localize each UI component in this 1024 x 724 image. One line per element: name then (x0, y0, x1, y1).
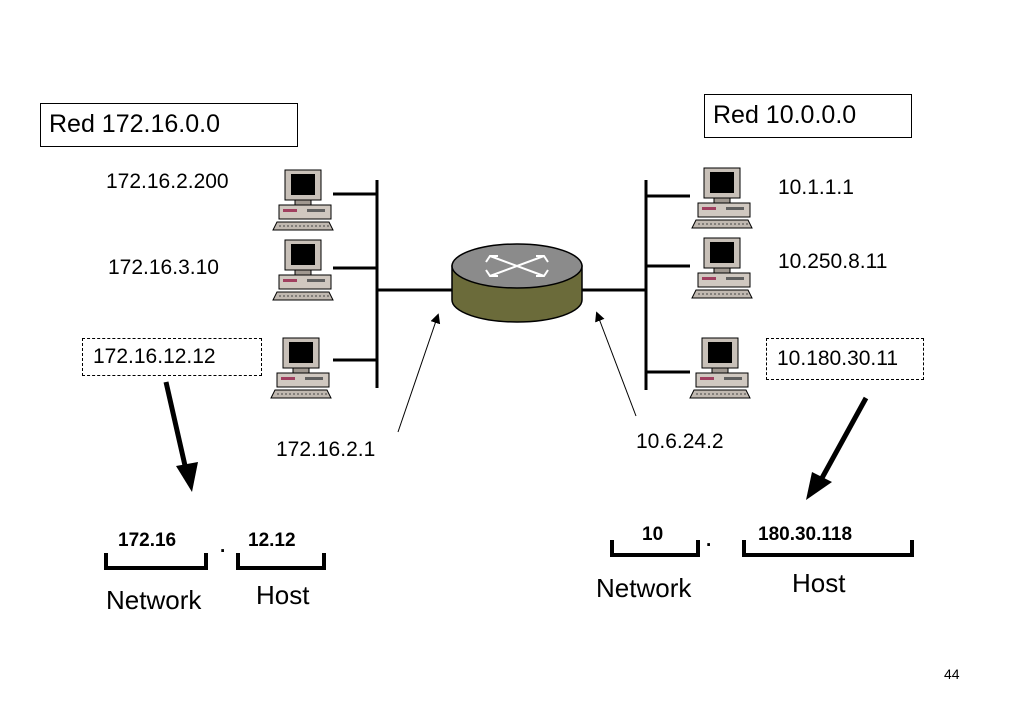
left-network-caption: Network (106, 585, 202, 615)
page-number: 44 (944, 666, 960, 682)
right-host-ip-3: 10.180.30.11 (766, 338, 924, 380)
left-gateway-arrow (397, 313, 441, 433)
computer-icon (691, 237, 753, 299)
right-thick-arrow (806, 396, 869, 500)
left-host-part: 12.12 (248, 530, 296, 551)
left-network-label: Red 172.16.0.0 (40, 103, 298, 147)
right-network-label: Red 10.0.0.0 (704, 94, 912, 138)
left-network-bracket (104, 553, 208, 570)
computer-icon (272, 169, 334, 231)
left-host-ip-1: 172.16.2.200 (106, 170, 229, 193)
computer-icon (691, 167, 753, 229)
right-host-part: 180.30.118 (758, 524, 853, 545)
left-gateway-ip: 172.16.2.1 (276, 438, 376, 461)
left-host-ip-3: 172.16.12.12 (82, 338, 262, 376)
right-network-part: 10 (642, 524, 664, 545)
right-dot: . (706, 530, 712, 551)
left-host-bracket (236, 553, 326, 570)
left-host-ip-2: 172.16.3.10 (108, 256, 219, 279)
left-dot: . (220, 536, 226, 557)
right-host-caption: Host (792, 568, 846, 598)
computer-icon (272, 239, 334, 301)
right-network-caption: Network (596, 573, 692, 603)
router-icon (451, 243, 583, 323)
right-host-ip-2: 10.250.8.11 (778, 250, 888, 273)
computer-icon (270, 337, 332, 399)
left-network-part: 172.16 (118, 530, 177, 551)
right-network-bracket (610, 540, 700, 557)
right-host-bracket (742, 540, 914, 557)
right-gateway-ip: 10.6.24.2 (636, 430, 724, 453)
left-thick-arrow (163, 381, 198, 492)
left-host-caption: Host (256, 580, 310, 610)
right-gateway-arrow (595, 311, 637, 417)
computer-icon (689, 337, 751, 399)
right-host-ip-1: 10.1.1.1 (778, 176, 854, 199)
